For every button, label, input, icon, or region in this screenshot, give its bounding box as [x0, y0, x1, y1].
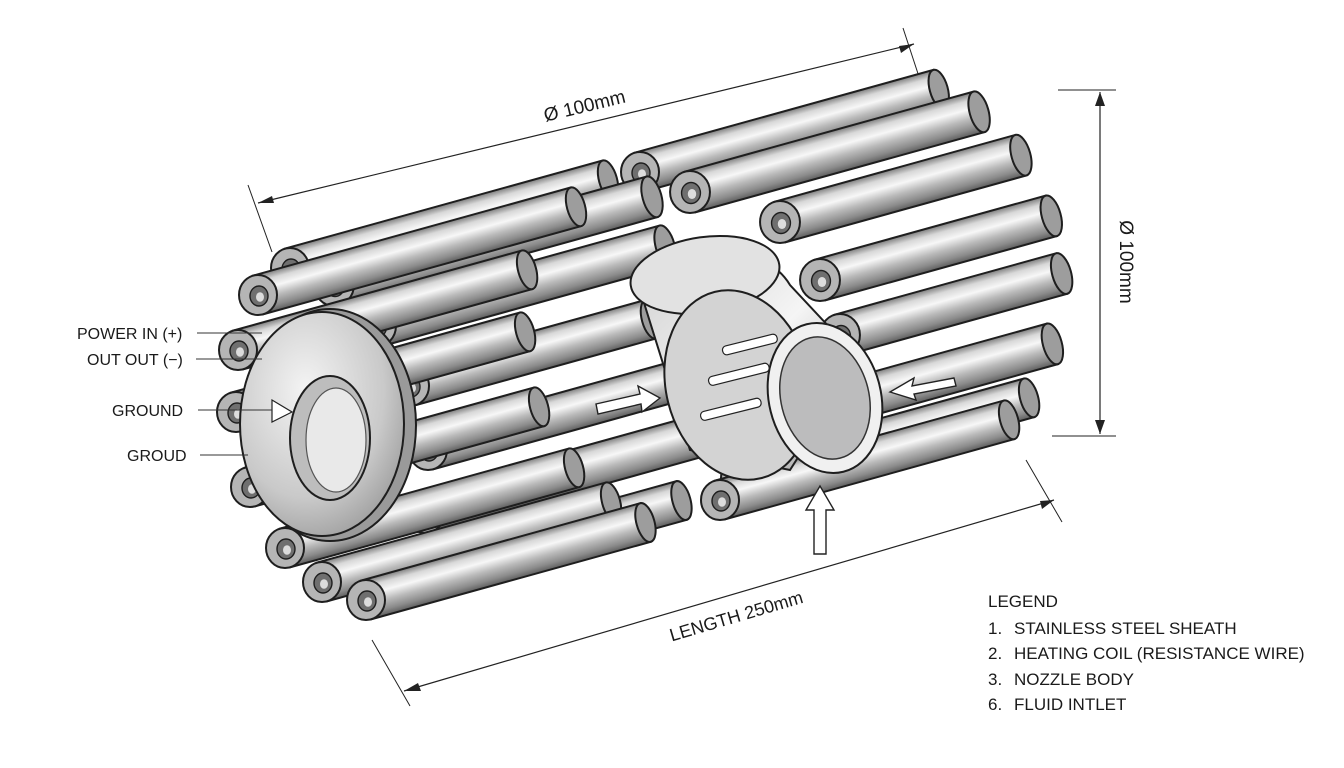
legend-item: 1. STAINLESS STEEL SHEATH [988, 616, 1305, 642]
heating-rod [265, 447, 586, 569]
terminal-arrow-icon [271, 398, 294, 423]
flow-arrows [271, 376, 957, 555]
out-label: OUT OUT (−) [87, 352, 183, 369]
legend-item-number: 6. [988, 695, 1003, 715]
power-in-label: POWER IN (+) [77, 326, 182, 343]
heating-rod [759, 133, 1033, 244]
legend-item-text: FLUID INTLET [1014, 695, 1127, 715]
legend-item-number: 1. [988, 618, 1003, 638]
top-diameter-label: Ø 100mm [542, 87, 628, 127]
dimension-side-diameter: Ø 100mm [1052, 89, 1136, 437]
terminal-labels: POWER IN (+) OUT OUT (−) GROUND GROUD [77, 326, 272, 465]
legend-item: 2. HEATING COIL (RESISTANCE WIRE) [988, 642, 1305, 668]
side-diameter-label: Ø 100mm [1115, 220, 1136, 303]
heating-rod [346, 501, 657, 621]
ground-label: GROUND [112, 403, 183, 420]
flow-arrow-right-icon [888, 376, 957, 402]
legend-item: 6. FLUID INTLET [988, 693, 1305, 719]
heating-rod [238, 186, 588, 316]
legend: LEGEND 1. STAINLESS STEEL SHEATH 2. HEAT… [988, 592, 1305, 718]
legend-item: 3. NOZZLE BODY [988, 667, 1305, 693]
legend-item-text: HEATING COIL (RESISTANCE WIRE) [1014, 644, 1305, 664]
heating-rod [669, 90, 991, 214]
length-label: LENGTH 250mm [667, 587, 805, 645]
flow-arrow-up-icon [804, 484, 836, 555]
legend-item-number: 3. [988, 669, 1003, 689]
legend-title: LEGEND [988, 592, 1058, 611]
terminal-flange [239, 308, 417, 542]
nozzle-body [629, 234, 884, 481]
legend-item-text: NOZZLE BODY [1014, 669, 1134, 689]
flow-arrow-left-icon [595, 384, 662, 415]
groud-label: GROUD [127, 448, 187, 465]
heating-rod [799, 194, 1063, 302]
legend-item-number: 2. [988, 644, 1003, 664]
legend-item-text: STAINLESS STEEL SHEATH [1014, 618, 1237, 638]
